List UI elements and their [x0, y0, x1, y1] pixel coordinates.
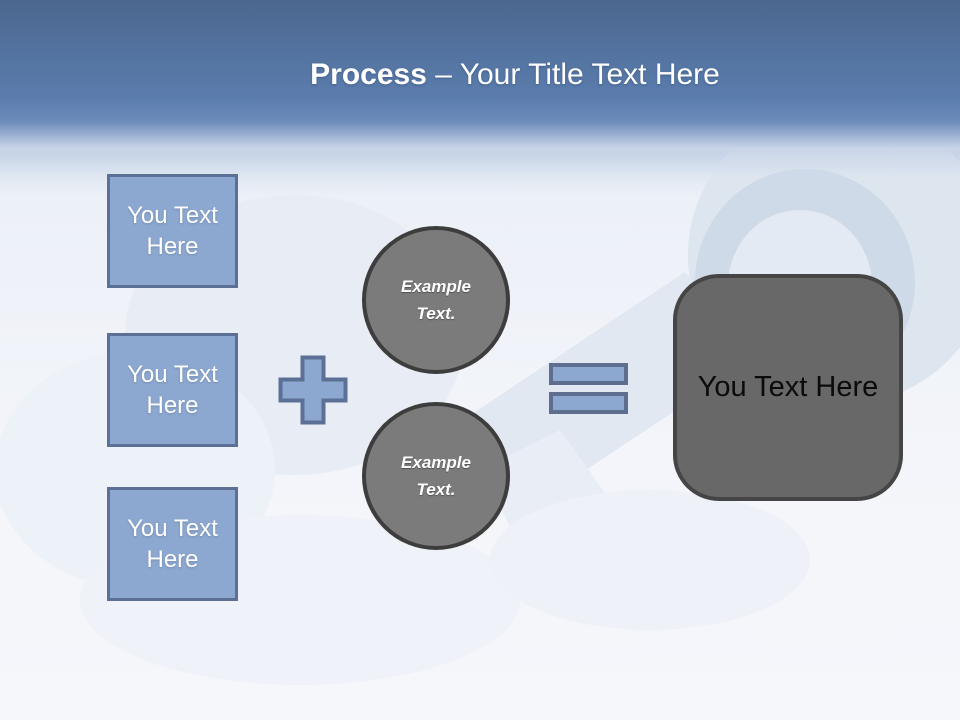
- result-box: You Text Here: [673, 274, 903, 501]
- equals-bar-top: [549, 363, 628, 385]
- example-circle-1-label: Example Text.: [401, 277, 471, 323]
- input-box-2-label: You Text Here: [127, 361, 218, 419]
- result-box-label: You Text Here: [697, 371, 879, 403]
- example-circle-2-label: Example Text.: [401, 453, 471, 499]
- slide-title: Process – Your Title Text Here: [70, 55, 960, 95]
- example-circle-2: Example Text.: [362, 402, 510, 550]
- equals-bar-bottom: [549, 392, 628, 414]
- input-box-3: You Text Here: [107, 487, 238, 601]
- equals-icon: [549, 363, 628, 414]
- title-emphasis: Process: [310, 58, 427, 91]
- title-rest: – Your Title Text Here: [435, 58, 720, 91]
- input-box-2: You Text Here: [107, 333, 238, 447]
- input-box-1-label: You Text Here: [127, 202, 218, 260]
- plus-icon: [278, 355, 348, 425]
- input-box-1: You Text Here: [107, 174, 238, 288]
- header-fade-band: [0, 100, 960, 178]
- input-box-3-label: You Text Here: [127, 515, 218, 573]
- example-circle-1: Example Text.: [362, 226, 510, 374]
